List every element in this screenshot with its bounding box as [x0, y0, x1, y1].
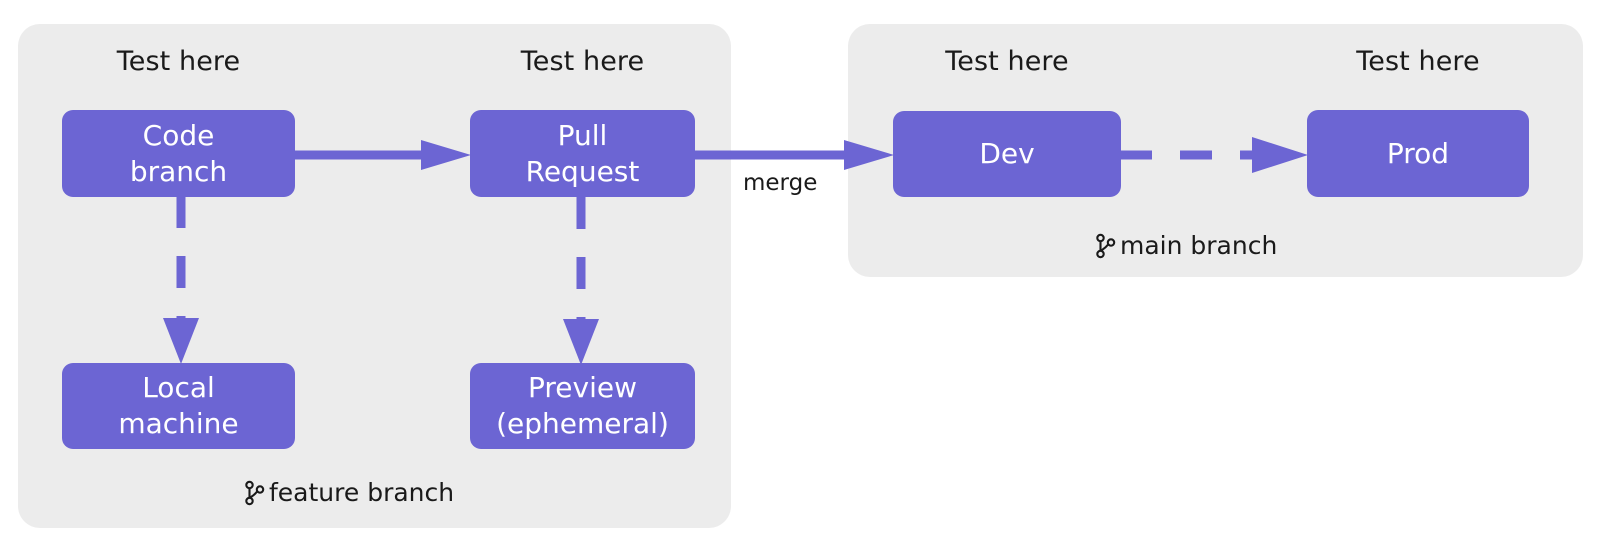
group-feature-branch	[18, 24, 731, 528]
node-pull-request-label: Pull Request	[525, 118, 640, 188]
group-footer-main-branch-label: main branch	[1120, 231, 1278, 260]
node-prod[interactable]: Prod	[1307, 110, 1529, 197]
edge-label-merge: merge	[740, 170, 821, 196]
edge-pull-request-to-dev	[695, 138, 894, 172]
git-branch-icon	[245, 480, 265, 506]
group-footer-main-branch: main branch	[1096, 231, 1277, 260]
column-label-prod: Test here	[1356, 46, 1480, 77]
node-dev[interactable]: Dev	[893, 111, 1121, 197]
column-label-dev: Test here	[945, 46, 1069, 77]
git-branch-icon	[1096, 233, 1116, 259]
node-prod-label: Prod	[1386, 136, 1450, 170]
node-code-branch-label: Code branch	[129, 118, 228, 188]
edge-pull-request-to-preview	[559, 197, 603, 367]
column-label-pull-request: Test here	[520, 46, 645, 77]
group-footer-feature-branch: feature branch	[245, 478, 454, 507]
group-footer-feature-branch-label: feature branch	[269, 478, 455, 507]
node-local-machine[interactable]: Local machine	[62, 363, 295, 449]
edge-code-branch-to-pull-request	[295, 138, 471, 172]
node-pull-request[interactable]: Pull Request	[470, 110, 695, 197]
node-code-branch[interactable]: Code branch	[62, 110, 295, 197]
edge-code-branch-to-local-machine	[159, 196, 203, 366]
node-dev-label: Dev	[979, 137, 1035, 171]
node-preview-label: Preview (ephemeral)	[496, 371, 669, 440]
column-label-code-branch: Test here	[116, 46, 241, 77]
node-local-machine-label: Local machine	[118, 371, 239, 440]
node-preview[interactable]: Preview (ephemeral)	[470, 363, 695, 449]
edge-dev-to-prod	[1120, 137, 1308, 173]
